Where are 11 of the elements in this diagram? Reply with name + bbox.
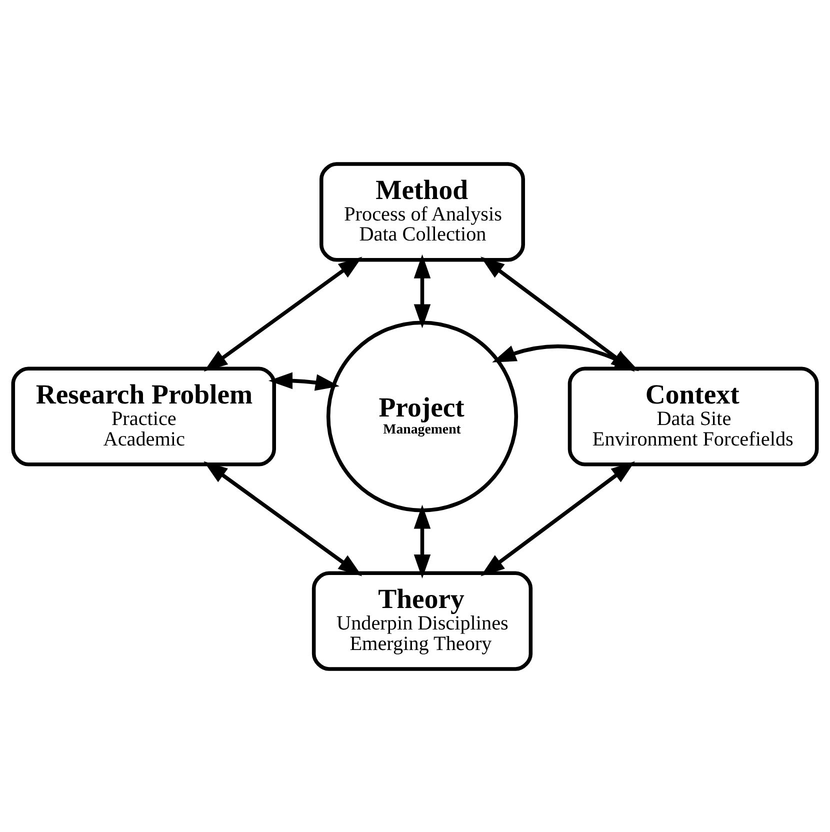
arrow [204, 460, 362, 576]
node-box: Research Problem Practice Academic [11, 366, 276, 466]
arrow [268, 372, 340, 390]
arrow [480, 256, 635, 372]
node-box: Theory Underpin Disciplines Emerging Theory [312, 570, 533, 670]
node-box: Context Data Site Environment Forcefields [568, 366, 819, 466]
arrow [480, 460, 636, 576]
node-box: Method Process of Analysis Data Collection [320, 162, 525, 262]
arrow [204, 256, 362, 372]
arrow [414, 504, 431, 578]
arrow [414, 254, 431, 328]
